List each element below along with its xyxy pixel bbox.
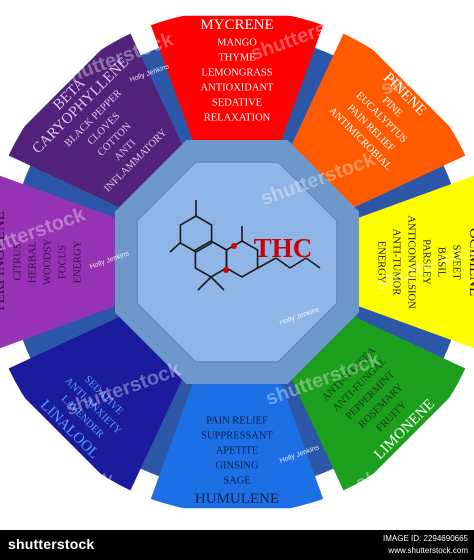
segment-item: FOCUS <box>58 245 69 279</box>
center-hub: THC <box>115 140 359 384</box>
segment-item: ANTICONVULSION <box>406 215 417 309</box>
wheel-svg: MYCRENE MANGO THYME LEMONGRASS ANTIOXIDANT SE… <box>0 15 474 530</box>
segment-mycrene: MYCRENE MANGO THYME LEMONGRASS ANTIOXIDANT SE… <box>147 15 327 157</box>
bond <box>197 276 212 291</box>
footer-brand: shutterstock <box>8 536 95 552</box>
segment-item: ANTI-TUMOR <box>391 229 402 296</box>
segment-title: TERPINOLENE <box>0 211 8 313</box>
segment-title: OCIMENE <box>466 228 474 296</box>
bond <box>210 276 225 291</box>
terpene-segments: MYCRENE MANGO THYME LEMONGRASS ANTIOXIDANT SE… <box>0 15 474 509</box>
segment-ocimene-shape <box>342 172 474 352</box>
bond <box>275 257 291 269</box>
segment-item: ENERGY <box>376 241 387 284</box>
segment-item: PAIN RELIEF <box>206 416 268 427</box>
segment-linalool-shape <box>0 309 190 500</box>
segment-title: MYCRENE <box>200 17 273 33</box>
bond <box>257 257 277 269</box>
footer-image-id: IMAGE ID: 2294690665 <box>383 534 468 543</box>
stock-footer-bar: shutterstock IMAGE ID: 2294690665 www.sh… <box>0 530 474 560</box>
segment-item: SWEET <box>451 245 462 281</box>
segment-item: CITRUS <box>13 243 24 281</box>
segment-item: BASIL <box>436 247 447 277</box>
segment-pinene-shape <box>284 24 474 215</box>
segment-beta-caryophyllene-shape <box>0 24 190 215</box>
segment-humulene: HUMULENE SAGE GINSING APETITE SUPPRESSANT PAI… <box>147 367 327 509</box>
hub-octagon-inner <box>136 161 338 363</box>
segment-item: SUPPRESSANT <box>201 431 273 442</box>
footer-meta: IMAGE ID: 2294690665 www.shutterstock.co… <box>383 533 468 557</box>
segment-title: HUMULENE <box>195 491 279 507</box>
segment-limonene-shape <box>284 309 474 500</box>
watermark-text: shutterstock <box>0 468 119 530</box>
segment-item: HERBAL <box>28 241 39 283</box>
oxygen-atom-ring <box>223 267 229 273</box>
segment-item: MANGO <box>217 38 257 49</box>
footer-site: www.shutterstock.com <box>388 546 468 555</box>
segment-item: THYME <box>218 53 255 64</box>
segment-item: SAGE <box>223 476 250 487</box>
segment-ocimene: OCIMENE SWEET BASIL PARSLEY ANTICONVULSION AN… <box>342 172 474 352</box>
segment-terpinolene-shape <box>0 172 132 352</box>
segment-item: ENERGY <box>73 240 84 283</box>
center-label: THC <box>254 233 313 263</box>
segment-item: RELAXATION <box>204 113 271 124</box>
bond <box>305 257 321 269</box>
segment-humulene-shape <box>147 367 327 509</box>
bond <box>169 242 181 253</box>
bond <box>289 257 307 269</box>
thc-molecule-icon <box>169 200 321 291</box>
terpene-wheel-diagram: MYCRENE MANGO THYME LEMONGRASS ANTIOXIDANT SE… <box>0 15 474 530</box>
ring-c <box>225 240 259 278</box>
segment-item: WOODSY <box>43 239 54 285</box>
segment-item: APETITE <box>216 446 259 457</box>
segment-mycrene-shape <box>147 15 327 157</box>
segment-item: SEDATIVE <box>212 98 262 109</box>
segment-terpinolene: TERPINOLENE CITRUS HERBAL WOODSY FOCUS ENERGY <box>0 172 132 352</box>
segment-item: ANTIOXIDANT <box>201 83 274 94</box>
segment-item: GINSING <box>215 461 259 472</box>
oxygen-atom-hydroxyl <box>231 243 237 249</box>
segment-item: LEMONGRASS <box>201 68 272 79</box>
segment-item: PARSLEY <box>421 239 432 285</box>
